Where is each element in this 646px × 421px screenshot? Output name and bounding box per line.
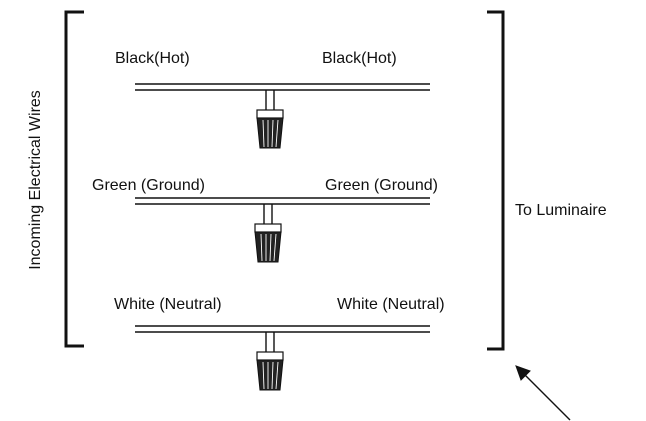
right-wire-label: White (Neutral) — [337, 296, 445, 313]
right-wire-label: Black(Hot) — [322, 50, 397, 67]
arrow-icon — [515, 365, 571, 421]
wire-nut-icon — [256, 332, 284, 391]
right-wire-label: Green (Ground) — [325, 177, 438, 194]
left-bracket — [64, 10, 84, 348]
left-wire-label: Black(Hot) — [115, 50, 190, 67]
left-wire-label: Green (Ground) — [92, 177, 205, 194]
to-luminaire-label: To Luminaire — [515, 202, 607, 219]
wire-nut-icon — [254, 204, 282, 263]
right-bracket — [487, 10, 505, 351]
connection-white: White (Neutral) White (Neutral) — [114, 296, 445, 391]
incoming-wires-label: Incoming Electrical Wires — [27, 90, 44, 270]
connection-black: Black(Hot) Black(Hot) — [115, 50, 430, 149]
connection-green: Green (Ground) Green (Ground) — [92, 177, 438, 263]
wire-nut-icon — [256, 90, 284, 149]
left-wire-label: White (Neutral) — [114, 296, 222, 313]
